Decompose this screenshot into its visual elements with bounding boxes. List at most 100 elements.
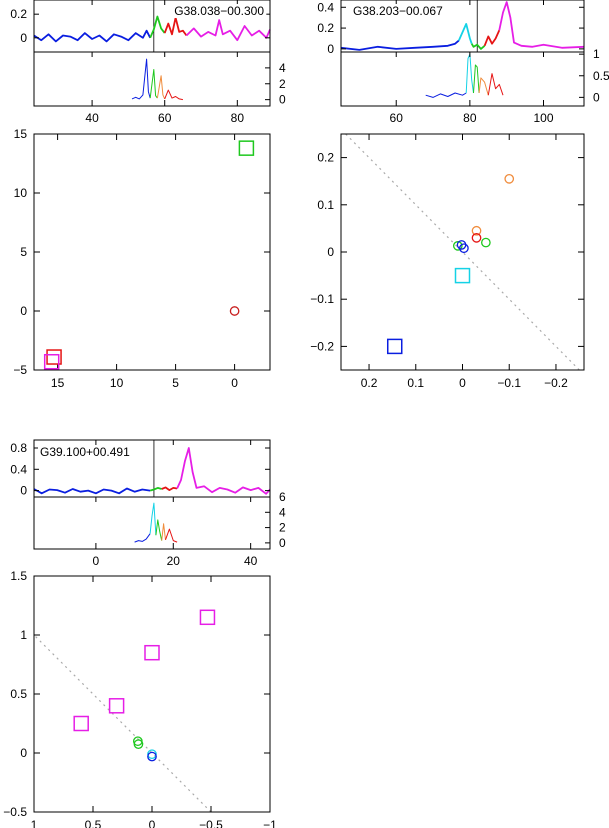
scatter-point-circle-blue (147, 751, 157, 762)
ytick-label: −0.5 (3, 805, 27, 819)
xtick-label: 0.5 (85, 818, 102, 828)
xtick-label: 40 (244, 554, 258, 568)
source-name-label: G38.038−00.300 (174, 4, 264, 18)
spectrum-ytick-label: 0 (20, 31, 27, 45)
spectrum-ytick-label: 0.2 (317, 21, 334, 35)
xtick-label: 60 (158, 111, 172, 125)
scatter-frame (33, 133, 271, 371)
spectrum-series-red (163, 16, 188, 37)
scatter-point-square-magenta (73, 715, 89, 732)
spectrum-series-green (470, 43, 486, 50)
sub-ytick-label: 0.5 (593, 69, 609, 83)
ytick-label: −0.1 (310, 292, 334, 306)
sub-ytick-label: 2 (279, 77, 286, 91)
sub-spectrum-series-blue (134, 533, 151, 543)
sub-spectrum-series-red (487, 73, 504, 96)
spectrum-series-blue (340, 39, 460, 51)
xtick-label: 40 (85, 111, 99, 125)
scatter-point-circle-green (481, 237, 491, 248)
scatter-point-square-magenta (108, 698, 125, 714)
xtick-label: 80 (463, 111, 477, 125)
sub-spectrum-series-blue (131, 58, 151, 100)
scatter-frame (33, 575, 271, 813)
xtick-label: −0.1 (497, 376, 521, 390)
spectrum-ytick-label: 0.2 (10, 7, 27, 21)
ytick-label: 0.5 (10, 687, 27, 701)
sub-spectrum-series-orange (161, 523, 166, 541)
sub-spectrum-series-blue (425, 92, 467, 98)
spectrum-series-red (483, 29, 501, 47)
sub-spectrum-series-cyan (465, 53, 474, 94)
spectrum-series-red (161, 486, 178, 492)
sub-spectrum-series-cyan (149, 502, 157, 536)
spectrum-series-magenta (498, 1, 585, 49)
spectrum-ytick-label: 0.4 (317, 0, 334, 14)
xtick-label: 15 (51, 376, 65, 390)
spectrum-series-magenta (176, 447, 271, 495)
spectrum-ytick-label: 0 (20, 484, 27, 498)
xtick-label: 100 (533, 111, 553, 125)
xtick-label: 20 (167, 554, 181, 568)
scatter-point-square-magenta (43, 353, 60, 370)
scatter-point-square-green (238, 140, 255, 156)
ytick-label: 0 (20, 746, 27, 760)
scatter-point-circle-orange (471, 225, 482, 236)
spectrum-ytick-label: 0 (327, 42, 334, 56)
xtick-label: −0.2 (544, 376, 568, 390)
source-label-bg (351, 4, 446, 18)
source-name-label: G39.100+00.491 (40, 445, 130, 459)
ytick-label: −5 (13, 363, 27, 377)
spectrum-series-green (149, 486, 162, 492)
xtick-label: 5 (172, 376, 179, 390)
xtick-label: 0 (231, 376, 238, 390)
sub-ytick-label: 6 (279, 490, 286, 504)
sub-ytick-label: 0 (279, 536, 286, 550)
xtick-label: 0 (149, 818, 156, 828)
xtick-label: 60 (390, 111, 404, 125)
sub-spectrum-series-orange (156, 75, 166, 100)
ytick-label: 1.5 (10, 569, 27, 583)
sub-ytick-label: 2 (279, 521, 286, 535)
ytick-label: 0 (20, 304, 27, 318)
ytick-label: 1 (20, 628, 27, 642)
sub-spectrum-frame (33, 51, 271, 107)
spectrum-series-blue (33, 29, 152, 43)
scatter-point-square-cyan (454, 267, 471, 284)
scatter-point-square-blue (386, 338, 403, 355)
xtick-label: 0 (459, 376, 466, 390)
xtick-label: 10 (110, 376, 124, 390)
ytick-label: 10 (14, 186, 28, 200)
xtick-label: 1 (31, 818, 38, 828)
sub-ytick-label: 0 (279, 93, 286, 107)
source-name-label: G38.203−00.067 (353, 4, 443, 18)
spectrum-series-cyan (457, 22, 473, 44)
ytick-label: −0.2 (310, 339, 334, 353)
source-label-bg (38, 445, 133, 459)
scatter-point-circle-red (471, 232, 482, 243)
sub-spectrum-series-orange (478, 77, 489, 96)
spectrum-series-blue (33, 487, 151, 495)
sub-spectrum-frame (33, 496, 271, 550)
xtick-label: 0 (93, 554, 100, 568)
spectrum-ytick-label: 0.4 (10, 462, 27, 476)
source-label-bg (172, 4, 267, 18)
ytick-label: 0.1 (317, 198, 334, 212)
spectrum-series-green (149, 15, 166, 39)
spectrum-panel-g38203: 0 0.2 0.4 1 0.5 0 60 80 100 G38.203−00.067 (317, 0, 609, 125)
xtick-label: 80 (231, 111, 245, 125)
xtick-label: 0.1 (407, 376, 424, 390)
sub-spectrum-series-green (473, 64, 480, 94)
xtick-label: −0.5 (199, 818, 223, 828)
sub-ytick-label: 1 (593, 47, 600, 61)
spectrum-ytick-label: 0.8 (10, 441, 27, 455)
sub-ytick-label: 0 (593, 90, 600, 104)
one-to-one-line (345, 133, 580, 371)
ytick-label: 0.2 (317, 151, 334, 165)
spectrum-series-magenta (185, 19, 271, 42)
scatter-point-square-red (46, 349, 62, 365)
ytick-label: 0 (327, 245, 334, 259)
